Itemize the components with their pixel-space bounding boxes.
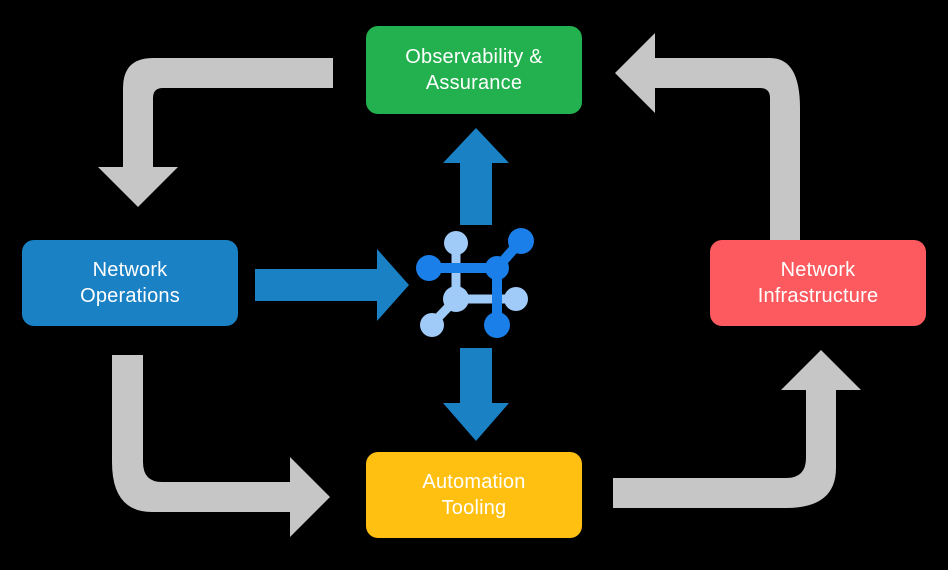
node-automation-label: Automation Tooling <box>422 470 526 519</box>
topology-secondary-nodes <box>420 231 528 337</box>
arrow-center-to-automation <box>443 348 509 441</box>
topology-primary-nodes <box>416 228 534 338</box>
node-network-infrastructure[interactable]: Network Infrastructure <box>710 240 926 326</box>
node-network-operations[interactable]: Network Operations <box>22 240 238 326</box>
node-operations-label: Network Operations <box>80 258 180 307</box>
arrow-infrastructure-to-observability <box>615 33 800 240</box>
node-automation-tooling[interactable]: Automation Tooling <box>366 452 582 538</box>
node-observability-label: Observability & Assurance <box>405 45 543 94</box>
arrow-operations-to-center <box>255 249 409 321</box>
arrow-operations-to-automation <box>112 355 330 537</box>
node-infrastructure-label: Network Infrastructure <box>757 258 879 307</box>
arrow-observability-to-operations <box>98 58 333 207</box>
arrow-center-to-observability <box>443 128 509 225</box>
arrow-automation-to-infrastructure <box>613 350 861 508</box>
node-observability-assurance[interactable]: Observability & Assurance <box>366 26 582 114</box>
